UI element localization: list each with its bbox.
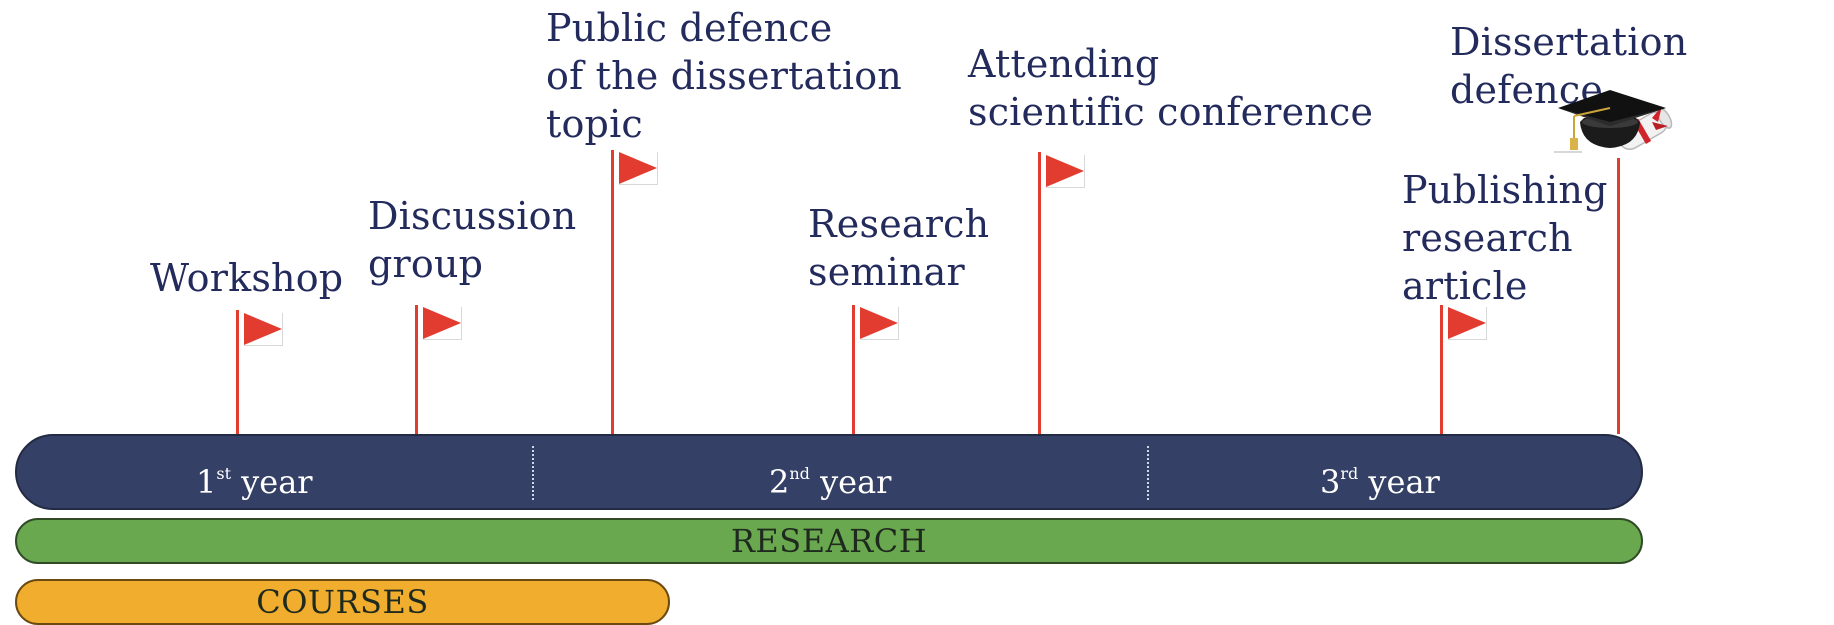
- research-seminar-pole: [852, 305, 855, 434]
- flag-icon: [423, 307, 462, 340]
- flag-icon: [619, 152, 658, 185]
- year-1-number: 1: [196, 463, 217, 501]
- year-2-suffix: nd: [789, 464, 810, 483]
- year-3-number: 3: [1320, 463, 1341, 501]
- milestone-workshop-label: Workshop: [150, 256, 344, 300]
- year-2-number: 2: [769, 463, 790, 501]
- year-2-word: year: [820, 463, 892, 501]
- year-3-label: 3rd year: [1320, 456, 1440, 500]
- flag-icon: [1448, 307, 1487, 340]
- year-divider: [532, 446, 534, 500]
- milestone-conference-label: Attending scientific conference: [968, 42, 1374, 134]
- year-1-label: 1st year: [196, 456, 313, 500]
- graduation-cap-icon: [1554, 90, 1673, 153]
- milestone-public-defence-label: Public defence of the dissertation topic: [546, 6, 902, 146]
- milestone-publishing-label: Publishing research article: [1402, 168, 1608, 308]
- milestone-dissertation-label: Dissertation defence: [1450, 20, 1688, 112]
- year-timeline-bar: [15, 434, 1643, 510]
- workshop-pole: [236, 310, 239, 434]
- dissertation-pole: [1617, 158, 1620, 434]
- courses-bar-label: COURSES: [256, 583, 429, 621]
- year-1-word: year: [241, 463, 313, 501]
- year-3-suffix: rd: [1340, 464, 1359, 483]
- milestone-discussion-label: Discussion group: [368, 194, 577, 286]
- flag-icon: [244, 313, 283, 346]
- year-3-word: year: [1368, 463, 1440, 501]
- flag-icon: [1046, 155, 1085, 188]
- year-divider: [1147, 446, 1149, 500]
- conference-pole: [1038, 152, 1041, 434]
- research-bar: [15, 518, 1643, 564]
- year-1-suffix: st: [216, 464, 231, 483]
- discussion-pole: [415, 305, 418, 434]
- year-2-label: 2nd year: [769, 456, 891, 500]
- milestone-research-seminar-label: Research seminar: [808, 202, 990, 294]
- publishing-pole: [1440, 305, 1443, 434]
- flag-icon: [860, 307, 899, 340]
- public-defence-pole: [611, 150, 614, 434]
- research-bar-label: RESEARCH: [730, 522, 928, 560]
